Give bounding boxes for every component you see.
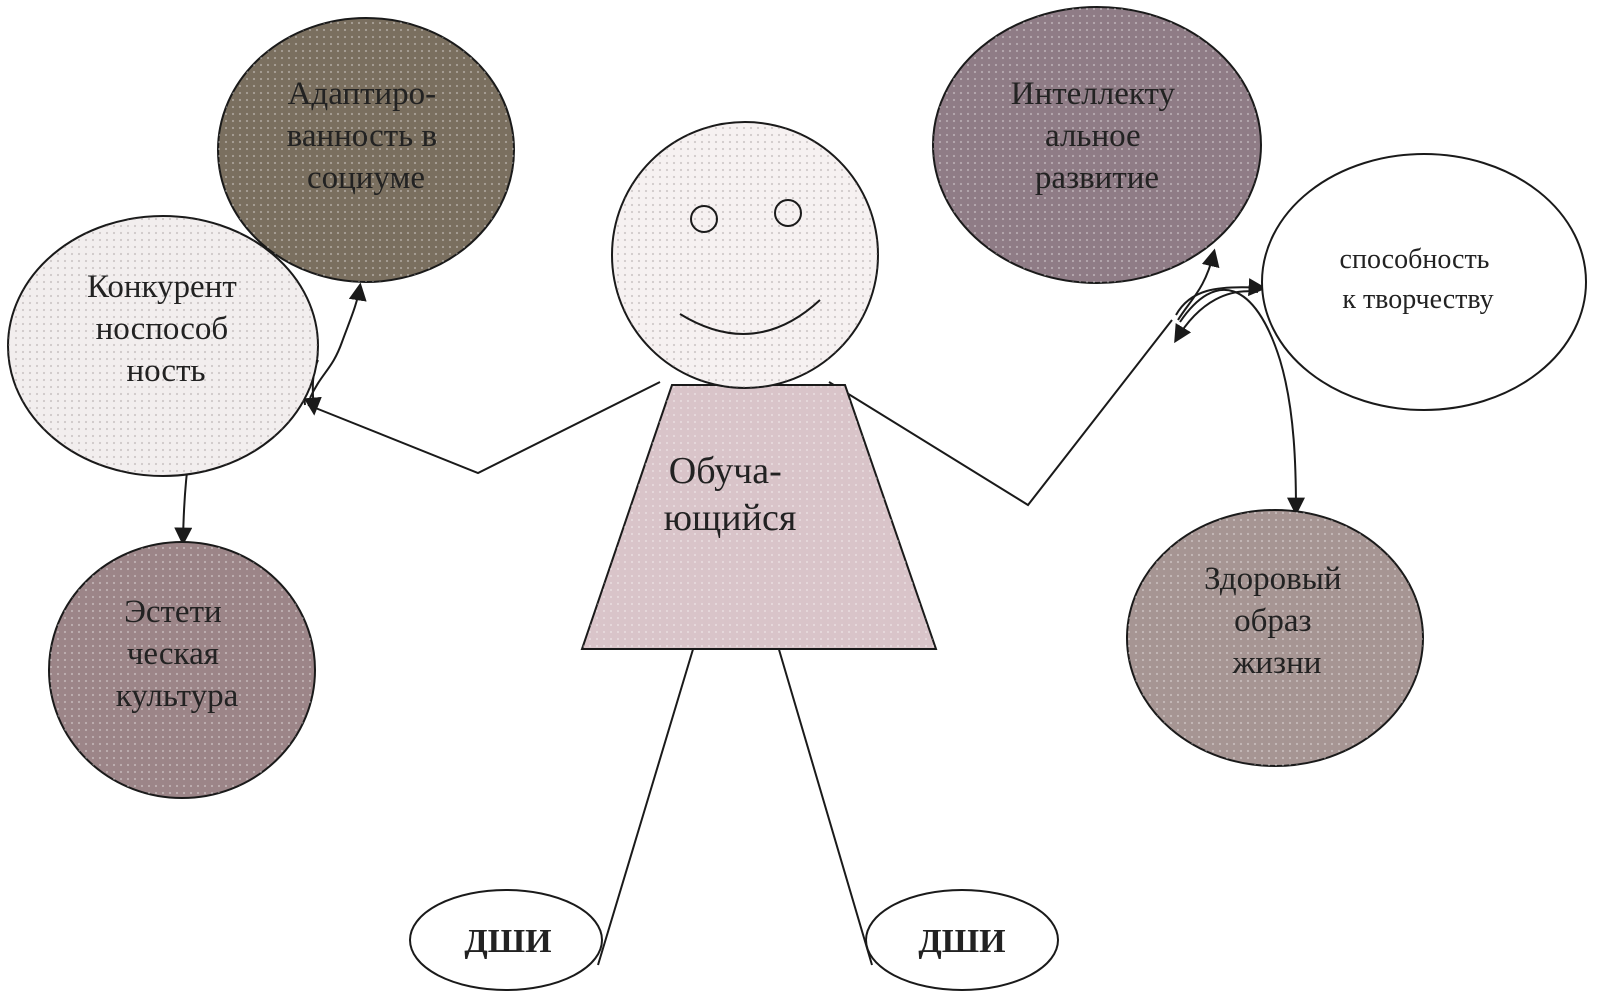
right-foot-node (865, 889, 1059, 991)
right-foot-label: ДШИ (918, 923, 1005, 960)
node-competitiveness-label: Конкурент носпособ ность (87, 269, 245, 389)
smile-icon (679, 299, 821, 335)
right-arm-line (828, 319, 1173, 507)
left-eye-icon (690, 205, 718, 233)
left-foot-label: ДШИ (464, 923, 551, 960)
node-creativity-label: способность к творчеству (1340, 244, 1497, 315)
left-arm-line (307, 381, 661, 475)
node-creativity (1261, 153, 1587, 411)
arrow-back-to-arm (1174, 290, 1259, 344)
node-healthy-lifestyle-label: Здоровый образ жизни (1204, 561, 1350, 681)
right-leg-line (774, 635, 873, 966)
arrow-to-creativity (1175, 278, 1267, 316)
right-eye-icon (774, 199, 802, 227)
node-adaptation-label: Адаптиро- ванность в социуме (287, 76, 446, 196)
student-head (611, 121, 879, 389)
arrow-to-adaptation (309, 282, 367, 399)
arrow-to-healthy-lifestyle (1179, 288, 1305, 516)
student-label: Обуча- ющийся (664, 450, 797, 539)
left-leg-line (597, 635, 698, 966)
left-foot-node (409, 889, 603, 991)
node-aesthetic-culture-label: Эстети ческая культура (116, 594, 239, 714)
node-intellectual-development-label: Интеллекту альное развитие (1011, 76, 1183, 196)
